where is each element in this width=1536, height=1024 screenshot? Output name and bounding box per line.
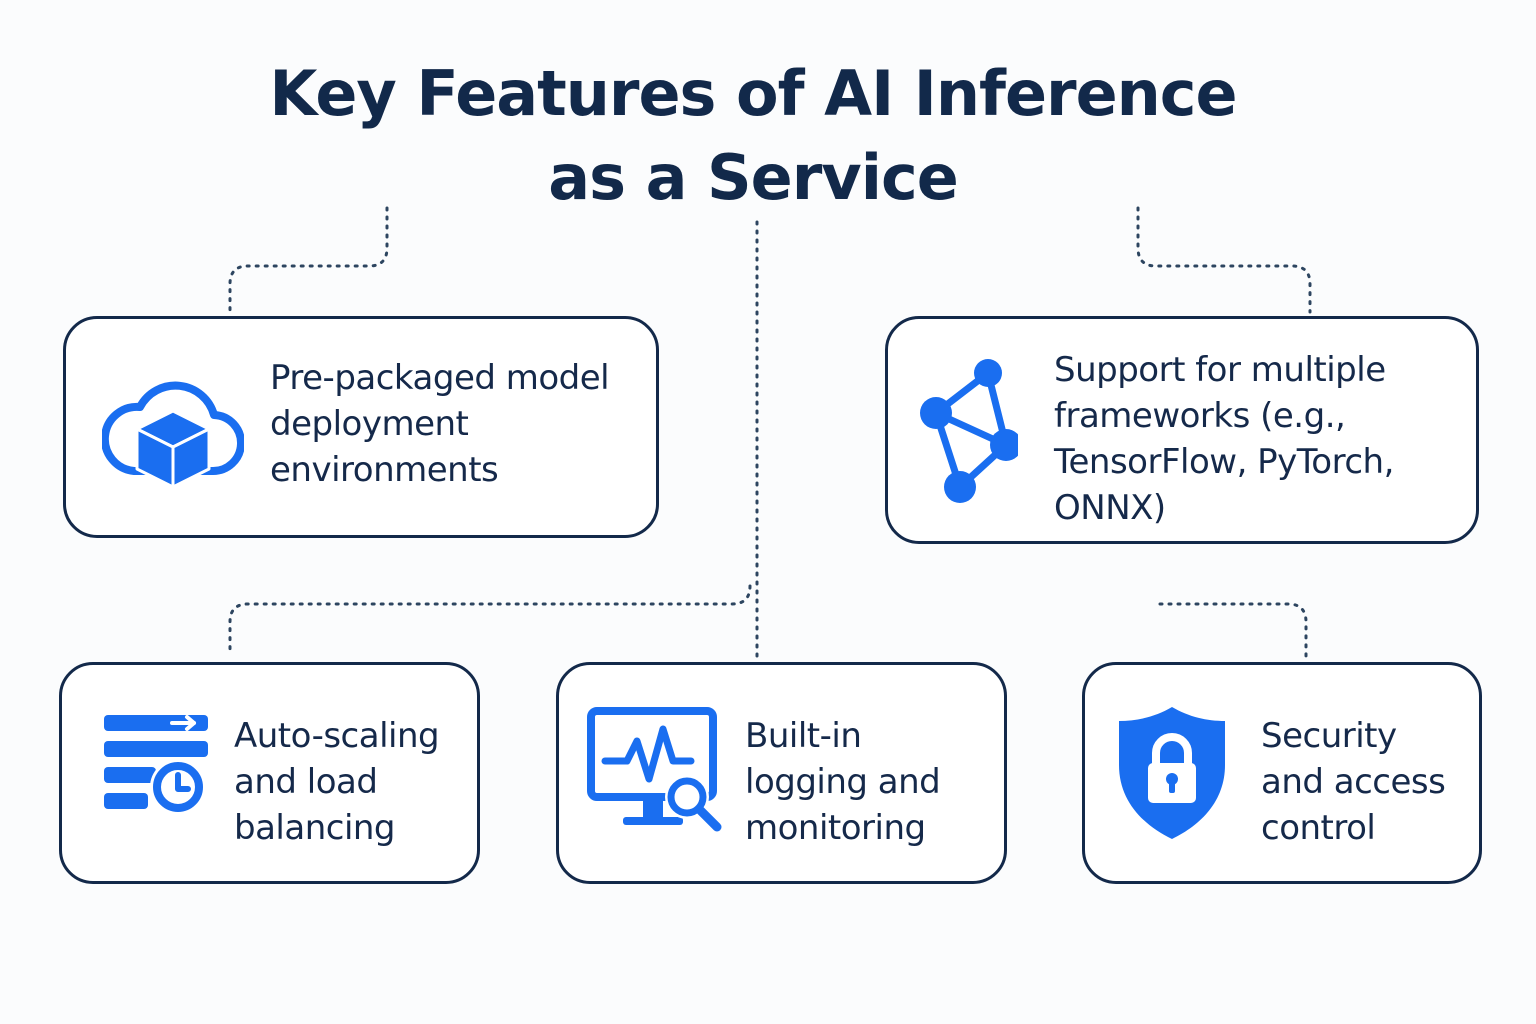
- feature-card-auto-scaling: Auto-scaling and load balancing: [59, 662, 480, 884]
- diagram-title: Key Features of AI Inference as a Servic…: [168, 52, 1338, 220]
- feature-label: Pre-packaged model deployment environmen…: [270, 355, 610, 493]
- feature-label-line: Pre-packaged model: [270, 358, 610, 398]
- feature-card-logging-monitoring: Built-in logging and monitoring: [556, 662, 1007, 884]
- feature-label-line: and access: [1261, 762, 1446, 802]
- monitor-search-icon: [587, 707, 727, 833]
- feature-label-line: TensorFlow, PyTorch,: [1054, 442, 1394, 482]
- connector-to-card-5: [1158, 602, 1308, 660]
- feature-label: Support for multiple frameworks (e.g., T…: [1054, 347, 1394, 531]
- connector-to-card-1: [228, 206, 389, 316]
- feature-label-line: environments: [270, 450, 499, 490]
- feature-label-line: Support for multiple: [1054, 350, 1386, 390]
- feature-label-line: deployment: [270, 404, 469, 444]
- feature-label: Built-in logging and monitoring: [745, 713, 941, 851]
- feature-label-line: Security: [1261, 716, 1397, 756]
- feature-label-line: monitoring: [745, 808, 926, 848]
- feature-label-line: Built-in: [745, 716, 862, 756]
- feature-label-line: control: [1261, 808, 1376, 848]
- feature-label-line: ONNX): [1054, 488, 1166, 528]
- shield-lock-icon: [1115, 703, 1229, 843]
- feature-label: Auto-scaling and load balancing: [234, 713, 440, 851]
- network-nodes-icon: [918, 357, 1022, 507]
- feature-label-line: logging and: [745, 762, 941, 802]
- cloud-box-icon: [100, 363, 245, 493]
- title-line-1: Key Features of AI Inference: [269, 57, 1237, 130]
- scaling-list-clock-icon: [102, 713, 212, 815]
- title-line-2: as a Service: [548, 141, 959, 214]
- feature-label-line: Auto-scaling: [234, 716, 440, 756]
- feature-label-line: frameworks (e.g.,: [1054, 396, 1346, 436]
- feature-card-multiple-frameworks: Support for multiple frameworks (e.g., T…: [885, 316, 1479, 544]
- feature-card-security-access: Security and access control: [1082, 662, 1482, 884]
- feature-label-line: and load: [234, 762, 378, 802]
- connector-to-card-2: [1136, 206, 1312, 314]
- feature-card-prepackaged-deployment: Pre-packaged model deployment environmen…: [63, 316, 659, 538]
- connector-to-card-3: [228, 584, 752, 654]
- feature-label: Security and access control: [1261, 713, 1446, 851]
- feature-label-line: balancing: [234, 808, 396, 848]
